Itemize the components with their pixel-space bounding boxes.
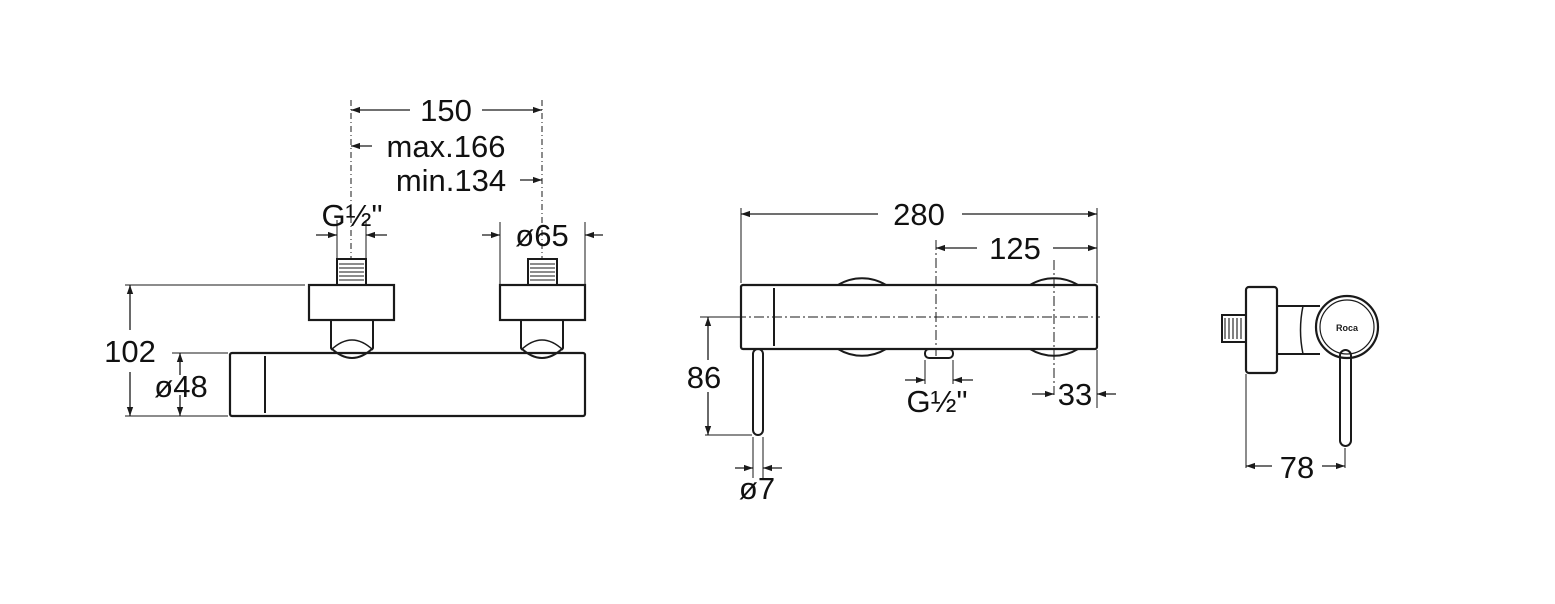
- front-dimension-lines: [126, 106, 603, 416]
- dim-inlet-thread: G½": [322, 198, 383, 233]
- dim-height: 102: [104, 334, 156, 369]
- front-extension-lines: [350, 100, 543, 258]
- side-view: [1221, 285, 1380, 470]
- brand-logo: Roca: [1336, 323, 1359, 333]
- threaded-inlet: [1221, 314, 1247, 343]
- dim-spacing: 150: [420, 93, 472, 128]
- right-inlet: [498, 258, 587, 359]
- left-flange: [837, 277, 887, 286]
- side-lever: [1339, 349, 1352, 447]
- lever: [752, 348, 764, 436]
- dim-flange-diameter: ø65: [515, 218, 568, 253]
- dim-length: 280: [893, 197, 945, 232]
- body-circle: [1314, 294, 1380, 360]
- dim-spacing-max: max.166: [387, 129, 506, 164]
- outlet: [924, 348, 954, 359]
- top-view: [700, 208, 1116, 478]
- dim-offset: 125: [989, 231, 1041, 266]
- top-dimension-lines: [704, 210, 1116, 472]
- dim-top-height: 86: [687, 360, 721, 395]
- dim-spacing-min: min.134: [396, 163, 506, 198]
- wall-flange: [1244, 285, 1279, 375]
- mixer-body: [228, 351, 587, 418]
- dim-depth: 78: [1280, 450, 1314, 485]
- dim-end-offset: 33: [1058, 377, 1092, 412]
- dim-outlet-thread: G½": [907, 384, 968, 419]
- dim-body-diameter: ø48: [154, 369, 207, 404]
- dim-lever-diameter: ø7: [739, 471, 775, 506]
- dimension-labels: 150 max.166 min.134 G½" ø65 102 ø48 280 …: [104, 93, 1314, 506]
- front-view: [125, 100, 603, 418]
- left-inlet: [307, 258, 396, 359]
